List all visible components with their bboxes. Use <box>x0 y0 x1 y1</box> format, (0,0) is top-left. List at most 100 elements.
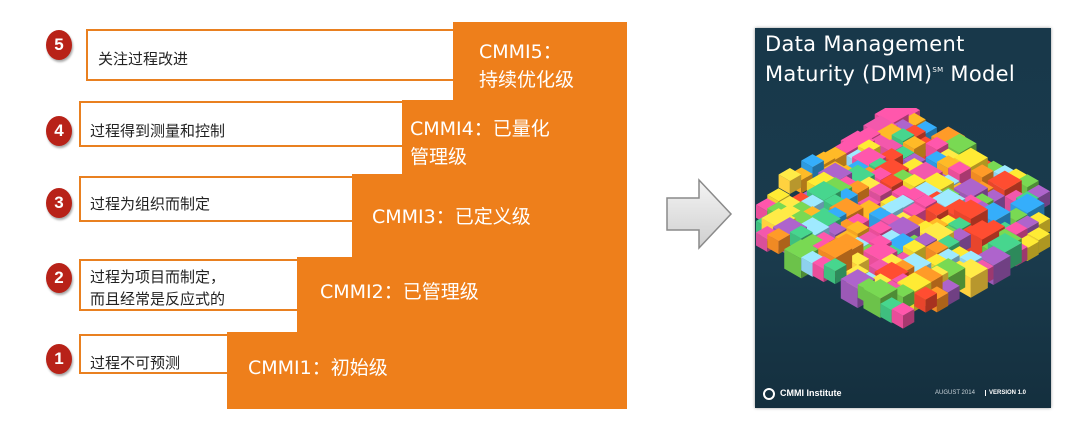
cmmi-logo-icon <box>763 388 775 400</box>
cube-face <box>919 222 954 242</box>
cube-face <box>886 216 920 237</box>
service-mark: SM <box>932 66 944 74</box>
cube-face <box>789 174 802 194</box>
cube-face <box>948 227 971 241</box>
step-label-line: CMMI5： <box>479 41 562 63</box>
desc-line: 过程为组织而制定 <box>90 195 211 213</box>
cube-face <box>801 173 813 194</box>
cube-face <box>806 208 841 229</box>
step-label-line: 管理级 <box>410 146 468 168</box>
dmm-book-cover: Data Management Maturity (DMM)SM Model C… <box>755 28 1051 408</box>
cube-face <box>1016 174 1039 188</box>
cube-face <box>767 201 790 215</box>
step-level-4 <box>402 100 627 175</box>
cube-face <box>874 261 909 282</box>
cube-face <box>767 234 779 255</box>
desc-line: 关注过程改进 <box>98 50 189 68</box>
step-level-5 <box>453 22 627 101</box>
step-label-line: CMMI1：初始级 <box>248 357 388 379</box>
desc-line: 过程得到测量和控制 <box>90 122 226 140</box>
cube-face <box>812 262 824 283</box>
cube-face <box>903 309 915 329</box>
desc-level-4: 过程得到测量和控制 <box>90 120 225 142</box>
cube-face <box>840 278 858 309</box>
cube-face <box>1027 241 1039 262</box>
cube-face <box>1004 207 1028 221</box>
cube-face <box>874 158 909 178</box>
cube-mosaic-artwork <box>755 108 1051 329</box>
step-label-line: CMMI2：已管理级 <box>320 281 479 303</box>
cube-face <box>778 234 790 255</box>
step-level-2 <box>297 257 627 333</box>
cube-face <box>936 292 949 313</box>
cube-face <box>1016 215 1039 229</box>
cube-face <box>880 174 903 188</box>
level-badge-1: 1 <box>46 344 72 374</box>
cube-face <box>755 225 779 239</box>
cube-face <box>897 252 932 273</box>
cube-face <box>897 158 932 178</box>
cube-face <box>755 232 768 252</box>
cube-face <box>818 238 853 259</box>
cube-face <box>823 264 836 285</box>
cube-face <box>976 245 1011 266</box>
level-badge-3: 3 <box>46 188 72 218</box>
bracket-level-4 <box>79 101 402 147</box>
desc-level-2: 过程为项目而制定， 而且经常是反应式的 <box>90 266 225 310</box>
cube-face <box>925 293 937 313</box>
level-badge-4: 4 <box>46 116 72 146</box>
cube-face <box>925 265 949 279</box>
cube-face <box>925 202 949 216</box>
desc-line: 过程不可预测 <box>90 354 181 372</box>
cube-face <box>880 303 892 324</box>
bracket-level-3 <box>79 176 352 222</box>
cube-face <box>970 164 994 178</box>
cube-face <box>1038 233 1051 254</box>
cube-face <box>852 176 887 197</box>
desc-line: 过程为项目而制定， <box>90 268 226 286</box>
step-label-3: CMMI3：已定义级 <box>372 203 531 231</box>
cube-face <box>903 124 926 138</box>
step-label-line: 持续优化级 <box>479 69 575 91</box>
cube-face <box>778 174 790 194</box>
cube-face <box>874 108 909 124</box>
cube-face <box>755 198 779 212</box>
cube-face <box>852 147 887 167</box>
level-badge-2: 2 <box>46 263 72 293</box>
cube-face <box>925 136 949 150</box>
cube-face <box>767 228 790 242</box>
step-label-2: CMMI2：已管理级 <box>320 278 479 306</box>
cube-face <box>784 249 802 279</box>
cube-face <box>919 172 954 192</box>
cube-face <box>970 268 988 298</box>
cube-face <box>903 135 926 149</box>
step-level-1 <box>227 332 627 409</box>
cover-title-main: Maturity (DMM) <box>765 62 933 86</box>
cube-face <box>857 278 881 292</box>
cube-face <box>767 188 790 202</box>
cube-face <box>829 233 864 253</box>
cube-face <box>948 217 971 231</box>
step-level-3 <box>352 174 627 258</box>
bracket-level-5 <box>86 29 453 81</box>
cube-face <box>891 309 903 329</box>
cube-face <box>948 161 971 175</box>
cube-face <box>993 255 1011 285</box>
cube-face <box>931 188 966 209</box>
cube-face <box>903 239 926 253</box>
cube-face <box>1004 221 1028 235</box>
cover-title-line-1: Data Management <box>765 32 965 56</box>
cube-face <box>903 202 926 216</box>
right-arrow-icon <box>666 178 733 250</box>
desc-level-1: 过程不可预测 <box>90 352 180 374</box>
desc-line: 而且经常是反应式的 <box>90 290 226 308</box>
cube-face <box>925 253 949 267</box>
cover-date: AUGUST 2014 <box>935 390 975 396</box>
step-label-1: CMMI1：初始级 <box>248 354 388 382</box>
cube-face <box>903 187 926 201</box>
cube-face <box>880 139 903 153</box>
cover-title-line-2: Maturity (DMM)SM Model <box>765 62 1015 86</box>
cube-face <box>801 257 813 277</box>
cover-title-end: Model <box>950 62 1015 86</box>
cube-face <box>903 174 926 188</box>
